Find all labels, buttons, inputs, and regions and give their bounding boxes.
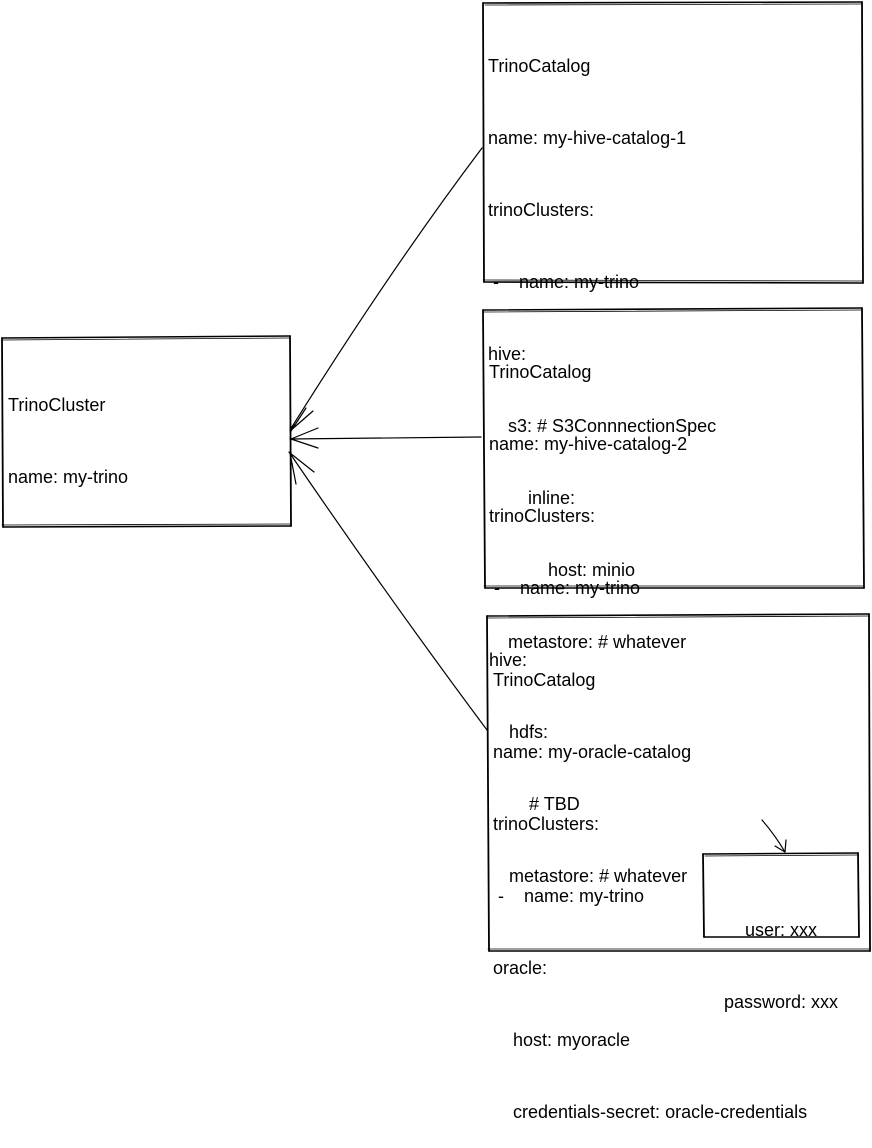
catalog-1-line: host: minio [488, 560, 636, 580]
catalog-2-text: TrinoCatalog name: my-hive-catalog-2 tri… [489, 312, 687, 912]
arrow-to-secret [761, 819, 787, 853]
arrow-catalog-1-to-cluster [289, 147, 483, 432]
catalog-1-line: metastore: # whatever [488, 632, 687, 652]
catalog-2-line: - name: my-trino [489, 578, 641, 598]
diagram-canvas [1, 1, 871, 952]
trino-cluster-name: name: my-trino [8, 467, 129, 487]
catalog-3-line: - name: my-trino [493, 886, 645, 906]
catalog-3-line: trinoClusters: [493, 814, 600, 834]
secret-user: user: xxx [744, 920, 818, 940]
catalog-2-line: hive: [489, 650, 528, 670]
arrow-catalog-3-to-cluster [288, 451, 488, 731]
arrow-catalog-2-to-cluster [289, 427, 482, 449]
catalog-2-line: trinoClusters: [489, 506, 596, 526]
catalog-2-line: name: my-hive-catalog-2 [489, 434, 688, 454]
trino-cluster-kind: TrinoCluster [8, 395, 106, 415]
catalog-1-line: s3: # S3ConnnectionSpec [488, 416, 717, 436]
catalog-1-line: - name: my-trino [488, 272, 640, 292]
trino-cluster-text: TrinoCluster name: my-trino [8, 345, 128, 513]
catalog-3-box [486, 613, 871, 952]
catalog-1-line: TrinoCatalog [488, 56, 591, 76]
catalog-3-line: TrinoCatalog [493, 670, 596, 690]
catalog-2-box [482, 307, 865, 589]
secret-box [702, 852, 860, 938]
trino-cluster-box [1, 335, 292, 528]
catalog-2-line: TrinoCatalog [489, 362, 592, 382]
secret-text: user: xxx password: xxx [704, 870, 858, 1038]
catalog-1-line: hive: [488, 344, 527, 364]
catalog-3-line: credentials-secret: oracle-credentials [493, 1102, 808, 1122]
catalog-2-line: metastore: # whatever [489, 866, 688, 886]
catalog-1-line: name: my-hive-catalog-1 [488, 128, 687, 148]
catalog-3-line: name: my-oracle-catalog [493, 742, 692, 762]
catalog-1-box [482, 1, 864, 284]
catalog-2-line: # TBD [489, 794, 580, 814]
catalog-1-line: inline: [488, 488, 576, 508]
catalog-2-line: hdfs: [489, 722, 549, 742]
catalog-1-text: TrinoCatalog name: my-hive-catalog-1 tri… [488, 6, 716, 678]
catalog-1-line: trinoClusters: [488, 200, 595, 220]
secret-password: password: xxx [723, 992, 839, 1012]
